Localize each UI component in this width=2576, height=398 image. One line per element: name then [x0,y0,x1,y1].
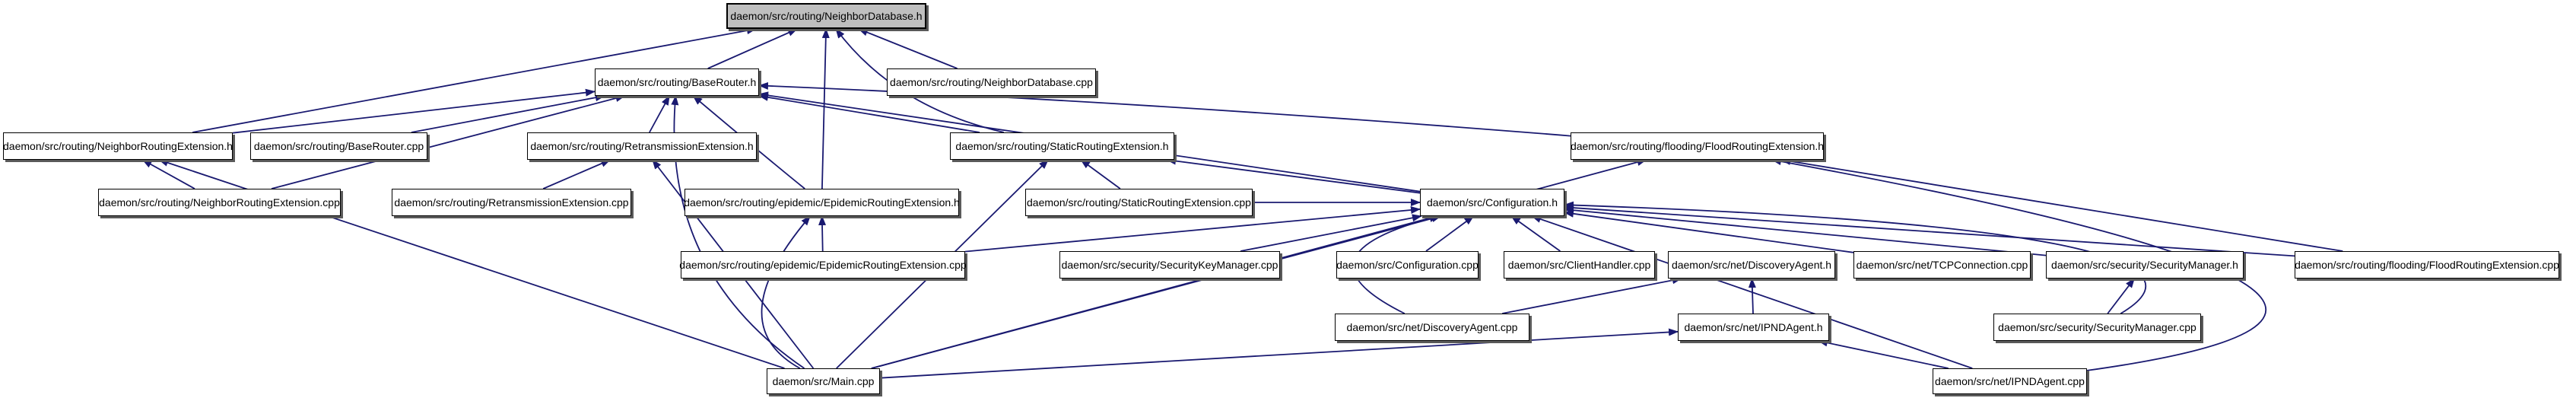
graph-node-ipndagent_h[interactable]: daemon/src/net/IPNDAgent.h [1678,314,1829,341]
graph-node-neighbordatabase_cpp[interactable]: daemon/src/routing/NeighborDatabase.cpp [887,68,1096,96]
include-edge-staticroutingextension_h-to-baserouter_h [758,93,980,133]
include-edge-configuration_h-to-staticroutingextension_h [1166,157,1421,194]
include-edge-ipndagent_cpp-to-ipndagent_h [1817,339,1949,369]
include-edge-baserouter_h-to-neighbordatabase_h [707,28,799,69]
graph-node-epidemicroutingextension_h[interactable]: daemon/src/routing/epidemic/EpidemicRout… [684,189,960,216]
include-edge-configuration_cpp-to-configuration_h [1425,215,1475,252]
graph-node-staticroutingextension_h[interactable]: daemon/src/routing/StaticRoutingExtensio… [950,132,1174,160]
include-edge-main_cpp-to-epidemicroutingextension_h [761,215,811,369]
graph-node-discoveryagent_h[interactable]: daemon/src/net/DiscoveryAgent.h [1668,251,1835,279]
graph-node-neighborroutingextension_cpp[interactable]: daemon/src/routing/NeighborRoutingExtens… [98,189,341,216]
include-edge-securitymanager_cpp-to-securitymanager_h [2107,278,2136,314]
include-edge-neighborroutingextension_cpp-to-baserouter_h [271,94,626,189]
graph-node-floodroutingextension_h[interactable]: daemon/src/routing/flooding/FloodRouting… [1571,132,1824,160]
include-edge-retransmissionextension_h-to-baserouter_h [649,95,670,133]
include-edge-tcpconnection_cpp-to-configuration_h [1564,209,1854,253]
graph-node-retransmissionextension_cpp[interactable]: daemon/src/routing/RetransmissionExtensi… [392,189,631,216]
graph-node-clienthandler_cpp[interactable]: daemon/src/ClientHandler.cpp [1504,251,1655,279]
graph-node-staticroutingextension_cpp[interactable]: daemon/src/routing/StaticRoutingExtensio… [1025,189,1253,216]
include-edge-epidemicroutingextension_cpp-to-epidemicroutingextension_h [818,215,827,252]
graph-node-baserouter_h[interactable]: daemon/src/routing/BaseRouter.h [595,68,759,96]
include-edge-discoveryagent_cpp-to-discoveryagent_h [1502,276,1682,314]
graph-node-securitymanager_cpp[interactable]: daemon/src/security/SecurityManager.cpp [1993,314,2201,341]
graph-node-discoveryagent_cpp[interactable]: daemon/src/net/DiscoveryAgent.cpp [1335,314,1529,341]
graph-node-ipndagent_cpp[interactable]: daemon/src/net/IPNDAgent.cpp [1933,368,2087,394]
include-edge-baserouter_cpp-to-baserouter_h [411,94,605,133]
graph-node-securitykeymanager_cpp[interactable]: daemon/src/security/SecurityKeyManager.c… [1059,251,1280,279]
include-edge-neighborroutingextension_cpp-to-neighborroutingextension_h [141,159,195,189]
include-edge-securitymanager_h-to-configuration_h [1564,206,2047,256]
include-edge-ipndagent_h-to-discoveryagent_h [1748,278,1756,314]
include-edge-ipndagent_cpp-to-floodroutingextension_h [1771,158,2266,371]
include-edge-neighbordatabase_cpp-to-neighbordatabase_h [857,28,958,69]
graph-node-baserouter_cpp[interactable]: daemon/src/routing/BaseRouter.cpp [250,132,427,160]
graph-node-neighborroutingextension_h[interactable]: daemon/src/routing/NeighborRoutingExtens… [3,132,233,160]
include-edge-neighborroutingextension_h-to-baserouter_h [232,88,596,134]
include-edge-epidemicroutingextension_h-to-neighbordatabase_h [821,28,830,189]
include-edge-securitymanager_cpp-to-configuration_h [1564,201,2146,314]
include-edge-neighborroutingextension_h-to-neighbordatabase_h [192,27,757,133]
include-edge-floodroutingextension_cpp-to-configuration_h [1564,204,2295,257]
graph-node-epidemicroutingextension_cpp[interactable]: daemon/src/routing/epidemic/EpidemicRout… [679,251,967,279]
graph-node-tcpconnection_cpp[interactable]: daemon/src/net/TCPConnection.cpp [1853,251,2031,279]
graph-node-configuration_cpp[interactable]: daemon/src/Configuration.cpp [1336,251,1479,279]
graph-node-floodroutingextension_cpp[interactable]: daemon/src/routing/flooding/FloodRouting… [2295,251,2559,279]
graph-node-retransmissionextension_h[interactable]: daemon/src/routing/RetransmissionExtensi… [527,132,757,160]
include-edge-securitykeymanager_cpp-to-configuration_h [1240,214,1422,252]
graph-node-neighbordatabase_h: daemon/src/routing/NeighborDatabase.h [726,3,926,29]
include-edge-staticroutingextension_cpp-to-staticroutingextension_h [1080,159,1121,189]
graph-node-configuration_h[interactable]: daemon/src/Configuration.h [1420,189,1564,216]
include-edge-retransmissionextension_cpp-to-retransmissionextension_h [542,159,611,189]
graph-node-main_cpp[interactable]: daemon/src/Main.cpp [767,368,880,394]
include-edge-floodroutingextension_h-to-baserouter_h [758,81,1571,137]
include-edge-epidemicroutingextension_cpp-to-configuration_h [964,206,1421,253]
include-edge-main_cpp-to-ipndagent_h [879,328,1679,379]
include-edge-clienthandler_cpp-to-configuration_h [1510,215,1561,252]
graph-node-securitymanager_h[interactable]: daemon/src/security/SecurityManager.h [2046,251,2244,279]
include-edge-floodroutingextension_cpp-to-floodroutingextension_h [1780,157,2343,252]
include-edge-main_cpp-to-configuration_h [871,215,1442,369]
